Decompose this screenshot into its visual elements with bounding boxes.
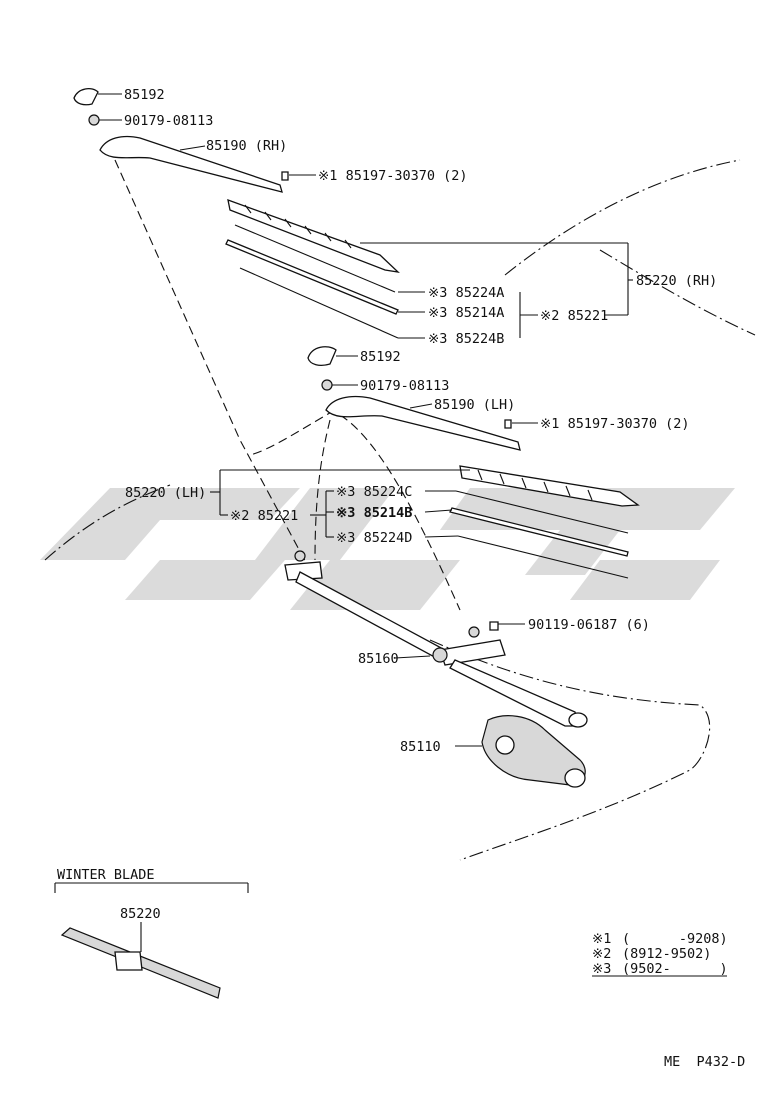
note-1-range: ( -9208) <box>622 931 728 947</box>
insert-b-shape <box>239 267 399 339</box>
lh-arm-assembly <box>307 346 640 579</box>
link-label: 85160 <box>358 651 399 667</box>
rubber-a-shape <box>225 239 399 315</box>
link-pivot-left <box>284 561 323 581</box>
nut-rh-label: 90179-08113 <box>124 113 213 129</box>
screw-rh-shape <box>281 171 289 181</box>
arm-lh-shape <box>325 395 521 451</box>
lh-callouts <box>210 469 470 538</box>
bolt-label: 90119-06187 (6) <box>528 617 650 633</box>
note-3-range: (9502- ) <box>622 961 728 977</box>
insert-b-label: ※3 85224B <box>428 331 504 347</box>
screw-lh-shape <box>504 419 512 429</box>
insert-a-shape <box>234 224 396 293</box>
insert-c-label: ※3 85224C <box>336 484 412 500</box>
nut-lh-shape <box>321 379 333 391</box>
link-pivot-right <box>439 639 506 666</box>
linkage-and-motor <box>284 550 588 788</box>
watermark-logo <box>40 488 735 610</box>
nut-rh-shape <box>88 114 100 126</box>
arm-lh-label: 85190 (LH) <box>434 397 515 413</box>
rubber-a-label: ※3 85214A <box>428 305 504 321</box>
rh-callouts <box>360 242 633 339</box>
blade-rh-shape <box>227 198 400 273</box>
blade-lh-shape <box>459 465 640 507</box>
winter-blade-section <box>54 882 249 999</box>
cap-lh-label: 85192 <box>360 349 401 365</box>
screw-rh-label: ※1 85197-30370 (2) <box>318 168 467 184</box>
winter-blade-title: WINTER BLADE <box>57 867 155 883</box>
blade-lh-label: 85220 (LH) <box>125 485 206 501</box>
nut-lh-label: 90179-08113 <box>360 378 449 394</box>
winter-blade-part-label: 85220 <box>120 906 161 922</box>
blade-sub-rh-label: ※2 85221 <box>540 308 608 324</box>
bolt-shape <box>489 621 499 631</box>
insert-a-label: ※3 85224A <box>428 285 504 301</box>
screw-lh-label: ※1 85197-30370 (2) <box>540 416 689 432</box>
note-3-mark: ※3 <box>592 961 611 977</box>
blade-rh-label: 85220 (RH) <box>636 273 717 289</box>
rubber-b-shape <box>449 507 629 557</box>
body-outline <box>44 159 756 861</box>
cap-rh-shape <box>73 87 99 106</box>
insert-d-label: ※3 85224D <box>336 530 412 546</box>
insert-c-shape <box>455 490 629 534</box>
arm-rh-shape <box>99 135 283 193</box>
note-2-range: (8912-9502) <box>622 946 711 962</box>
rubber-b-label: ※3 85214B <box>336 505 412 521</box>
insert-d-shape <box>457 535 629 579</box>
rh-arm-assembly <box>73 87 400 339</box>
cap-lh-shape <box>307 346 337 366</box>
page-code: ME P432-D <box>664 1054 745 1070</box>
arm-rh-label: 85190 (RH) <box>206 138 287 154</box>
blade-sub-lh-label: ※2 85221 <box>230 508 298 524</box>
motor-label: 85110 <box>400 739 441 755</box>
note-2-mark: ※2 <box>592 946 611 962</box>
note-1-mark: ※1 <box>592 931 611 947</box>
cap-rh-label: 85192 <box>124 87 165 103</box>
